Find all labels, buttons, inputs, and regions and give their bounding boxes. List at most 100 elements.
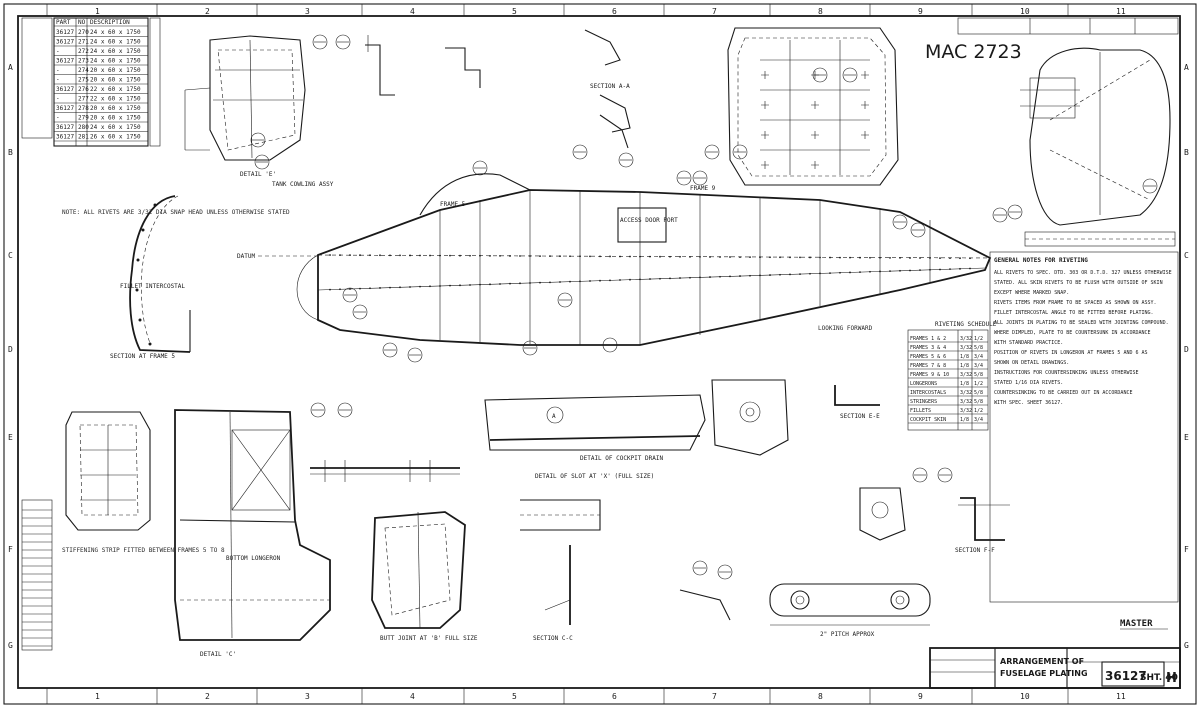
parts-cell: 36127: [56, 29, 74, 36]
plate-detail: [711, 379, 906, 541]
top-sections: SECTION A-A: [365, 29, 631, 149]
col-marker-top: 7: [712, 7, 717, 16]
row-marker-right: F: [1184, 545, 1189, 554]
col-marker-top: 10: [1020, 7, 1030, 16]
note-line: FILLET INTERCOSTAL ANGLE TO BE FITTED BE…: [994, 310, 1154, 316]
note-line: COUNTERSINKING TO BE CARRIED OUT IN ACCO…: [994, 390, 1132, 396]
parts-cell: 277: [78, 96, 89, 103]
callout-bubbles: [250, 34, 1158, 580]
riveting-cell: 1/2: [974, 408, 983, 414]
master-stamp: MASTER: [1120, 619, 1153, 629]
parts-cell: 36127: [56, 86, 74, 93]
row-marker-right: A: [1184, 63, 1189, 72]
riveting-cell: FILLETS: [910, 408, 931, 414]
fuselage-elevation: ACCESS DOOR PORT FRAME 5 FRAME 9 DATUM: [237, 173, 992, 346]
riveting-cell: 3/32: [960, 345, 972, 351]
title-line1: ARRANGEMENT OF: [1000, 657, 1084, 666]
pitch-strip: 2" PITCH APPROX: [769, 583, 931, 638]
parts-cell: -: [56, 115, 60, 122]
row-marker-right: B: [1184, 148, 1189, 157]
note-line: ALL RIVETS TO SPEC. DTD. 303 OR D.T.D. 3…: [994, 270, 1172, 276]
cockpit-drain-label: DETAIL OF COCKPIT DRAIN: [580, 455, 663, 462]
riveting-cell: 1/2: [974, 336, 983, 342]
detail-c: DETAIL 'C' BOTTOM LONGERON: [174, 409, 331, 658]
section-aa-label: SECTION A-A: [590, 83, 630, 90]
frame9-label: FRAME 9: [690, 185, 716, 192]
row-marker-left: F: [8, 545, 13, 554]
parts-cell: -: [56, 67, 60, 74]
drawing-suffix: H: [1166, 671, 1177, 686]
tail-section: [1020, 47, 1176, 247]
col-marker-bottom: 6: [612, 692, 617, 701]
parts-cell: 24 x 60 x 1750: [90, 58, 141, 65]
row-marker-right: D: [1184, 345, 1189, 354]
section-cc-label: SECTION C-C: [533, 635, 573, 642]
col-marker-bottom: 3: [305, 692, 310, 701]
note-line: EXCEPT WHERE MARKED SNAP.: [994, 290, 1069, 296]
left-revision-column: [21, 499, 53, 651]
parts-cell: 20 x 60 x 1750: [90, 67, 141, 74]
parts-cell: 272: [78, 48, 89, 55]
note-line: SHOWN ON DETAIL DRAWINGS.: [994, 360, 1069, 366]
row-marker-right: E: [1184, 433, 1189, 442]
parts-cell: 278: [78, 105, 89, 112]
parts-cell: 273: [78, 58, 89, 65]
parts-cell: 24 x 60 x 1750: [90, 29, 141, 36]
svg-text:A: A: [552, 413, 556, 420]
riveting-cell: FRAMES 9 & 10: [910, 372, 949, 378]
riveting-cell: 5/8: [974, 390, 983, 396]
parts-cell: 22 x 60 x 1750: [90, 96, 141, 103]
col-marker-bottom: 7: [712, 692, 717, 701]
note-line: STATED. ALL SKIN RIVETS TO BE FLUSH WITH…: [994, 280, 1163, 286]
note-line: INSTRUCTIONS FOR COUNTERSINKING UNLESS O…: [994, 370, 1139, 376]
col-marker-top: 5: [512, 7, 517, 16]
riveting-cell: 3/4: [974, 354, 983, 360]
col-marker-bottom: 11: [1116, 692, 1126, 701]
sheet-number: SHT. 40: [1140, 673, 1178, 683]
section-cc: SECTION C-C: [533, 545, 731, 642]
detail-c-label: DETAIL 'C': [200, 651, 236, 658]
parts-header-part: PART: [56, 19, 71, 26]
butt-joint-label: BUTT JOINT AT 'B' FULL SIZE: [380, 635, 478, 642]
butt-joint-detail: BUTT JOINT AT 'B' FULL SIZE: [371, 511, 478, 642]
frame5-label: FRAME 5: [440, 201, 466, 208]
title-line2: FUSELAGE PLATING: [1000, 669, 1088, 678]
col-marker-top: 6: [612, 7, 617, 16]
access-door-label: ACCESS DOOR PORT: [620, 217, 678, 224]
riveting-cell: 3/32: [960, 408, 972, 414]
bottom-longeron-label: BOTTOM LONGERON: [226, 555, 281, 562]
parts-cell: 24 x 60 x 1750: [90, 48, 141, 55]
col-marker-bottom: 9: [918, 692, 923, 701]
riveting-cell: 3/32: [960, 336, 972, 342]
datum-label: DATUM: [237, 253, 255, 260]
riveting-cell: 3/32: [960, 390, 972, 396]
title-block: ARRANGEMENT OF FUSELAGE PLATING 36127 SH…: [929, 647, 1181, 689]
angle-bracket: SECTION F-F: [955, 497, 1010, 554]
parts-cell: 276: [78, 86, 89, 93]
riveting-cell: LONGERONS: [910, 381, 937, 387]
col-marker-bottom: 4: [410, 692, 415, 701]
row-marker-left: G: [8, 641, 13, 650]
section-ee: SECTION E-E: [834, 385, 880, 420]
riveting-cell: 5/8: [974, 372, 983, 378]
parts-cell: 36127: [56, 105, 74, 112]
col-marker-top: 2: [205, 7, 210, 16]
section-frame5-label: SECTION AT FRAME 5: [110, 353, 175, 360]
parts-cell: 20 x 60 x 1750: [90, 77, 141, 84]
seat-detail: [65, 411, 151, 531]
parts-header-desc: DESCRIPTION: [90, 19, 130, 26]
fillet-label: FILLET INTERCOSTAL: [120, 283, 185, 290]
riveting-cell: 3/4: [974, 363, 983, 369]
riveting-cell: 1/2: [974, 381, 983, 387]
parts-cell: 24 x 60 x 1750: [90, 39, 141, 46]
riveting-cell: FRAMES 5 & 6: [910, 354, 946, 360]
row-marker-left: E: [8, 433, 13, 442]
note-line: WHERE DIMPLED, PLATE TO BE COUNTERSUNK I…: [994, 330, 1151, 336]
riveting-cell: 5/8: [974, 399, 983, 405]
riveting-cell: 3/4: [974, 417, 983, 423]
riveting-cell: 5/8: [974, 345, 983, 351]
